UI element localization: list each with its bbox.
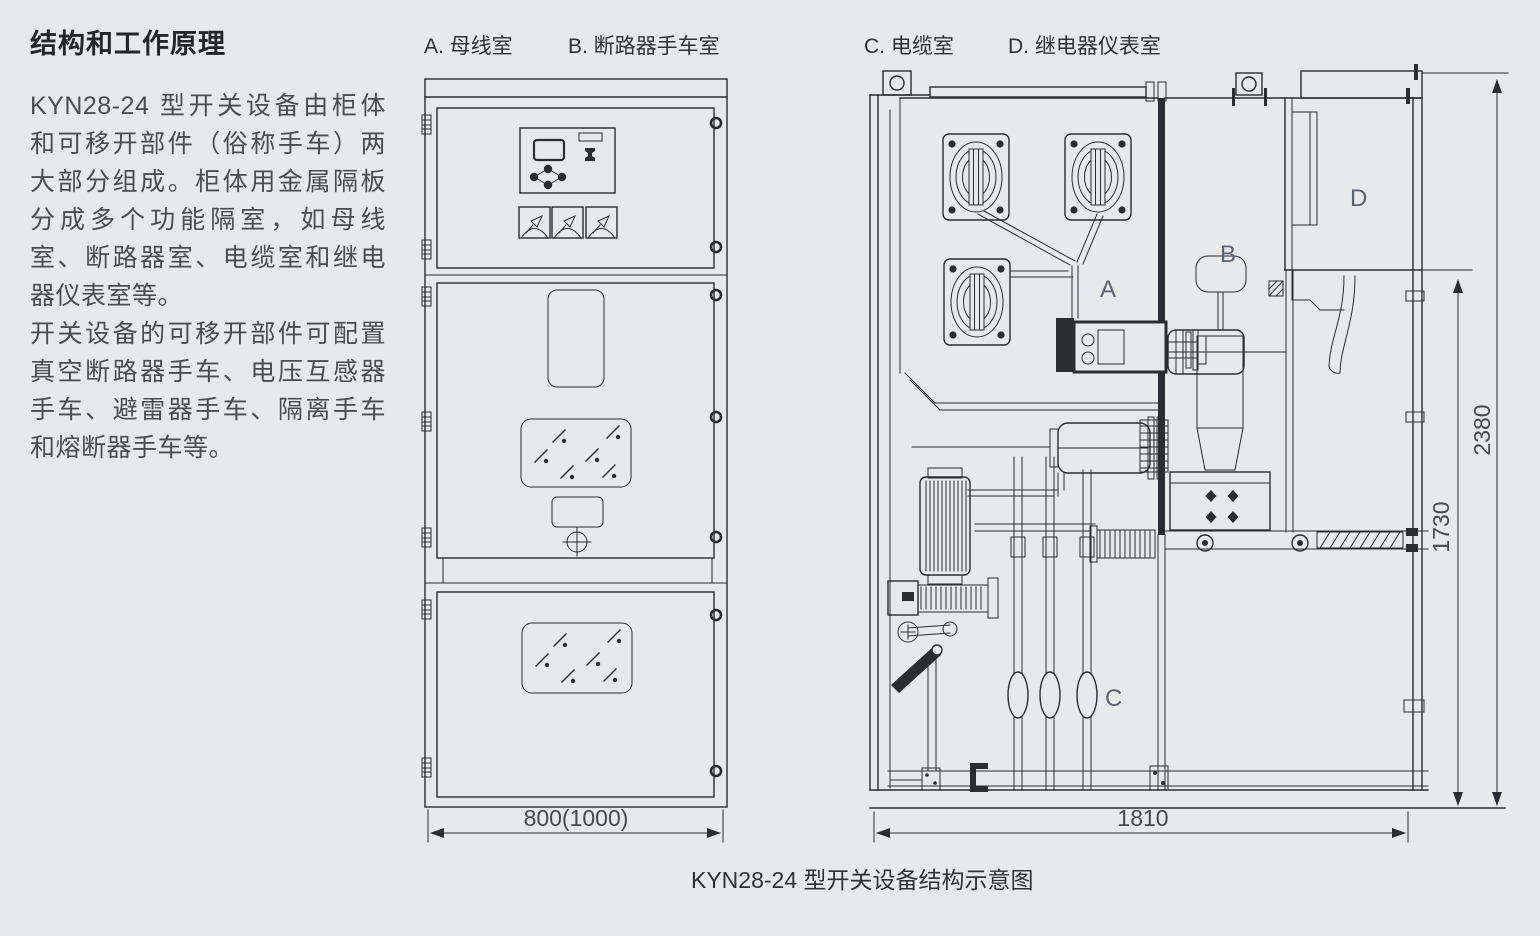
intro-panel: 结构和工作原理 KYN28-24 型开关设备由柜体和可移开部件（俗称手车）两大部… — [30, 22, 386, 467]
compartment-letter-b: B — [1220, 241, 1236, 268]
current-transformer-horizontal — [887, 577, 999, 619]
secondary-wiring — [1268, 269, 1356, 374]
front-width-value: 800(1000) — [524, 805, 629, 831]
control-panel — [519, 127, 616, 194]
depth-value: 1810 — [1117, 805, 1168, 831]
total-height-value: 2380 — [1469, 404, 1495, 455]
front-door-top — [421, 107, 723, 269]
handle-lock — [562, 527, 592, 557]
door-knob — [709, 608, 723, 622]
compartment-letter-d: D — [1350, 185, 1367, 212]
door-knob — [709, 530, 723, 544]
hinge-icon — [421, 239, 432, 260]
legend-busbar-room: A. 母线室 — [424, 35, 513, 58]
legend-relay-room: D. 继电器仪表室 — [1008, 35, 1161, 58]
door-knob — [709, 764, 723, 778]
legend-breaker-room: B. 断路器手车室 — [568, 35, 720, 58]
relay-compartment: D — [1268, 64, 1423, 533]
power-cables — [1007, 456, 1098, 791]
figure-caption: KYN28-24 型开关设备结构示意图 — [691, 867, 1034, 893]
legend-cable-room: C. 电缆室 — [864, 35, 954, 58]
breaker-compartment: B — [1139, 72, 1429, 552]
hinge-icon — [421, 411, 432, 432]
truck-wheel — [1291, 534, 1309, 552]
nameplate — [551, 496, 604, 528]
cabinet-base — [869, 770, 1506, 809]
louver-panel — [520, 418, 632, 488]
front-door-middle — [421, 274, 728, 559]
meter-row — [518, 206, 618, 239]
earthing-switch-mechanism — [889, 621, 958, 791]
hinge-icon — [421, 757, 432, 778]
current-transformer-vertical — [919, 467, 971, 585]
door-knob — [709, 288, 723, 302]
partition-wall — [1158, 98, 1165, 535]
compartment-letter-c: C — [1105, 685, 1122, 712]
door-knob — [709, 116, 723, 130]
door-knob — [709, 240, 723, 254]
hinge-icon — [421, 599, 432, 620]
section-title: 结构和工作原理 — [30, 29, 226, 59]
dimension-total-height: 2380 — [1421, 72, 1509, 806]
cable-termination — [1039, 671, 1061, 719]
louver-panel — [521, 622, 633, 694]
front-door-bottom — [421, 591, 723, 798]
intro-paragraph-2: 开关设备的可移开部件可配置真空断路器手车、电压互感器手车、避雷器手车、隔离手车和… — [30, 320, 386, 462]
busbar-insulator — [942, 133, 1010, 221]
cable-termination — [1076, 671, 1098, 719]
cabinet-rear-wall — [1403, 97, 1425, 791]
hinge-icon — [421, 527, 432, 548]
door-knob — [709, 410, 723, 424]
floor-hatch — [1316, 531, 1404, 549]
busbar-compartment: A — [899, 97, 1207, 535]
cabinet-front-wall — [869, 70, 931, 791]
hinge-icon — [421, 114, 432, 135]
instrument-panel — [1291, 111, 1318, 226]
breaker-pole — [1167, 255, 1286, 471]
cable-termination — [1007, 671, 1029, 719]
dimension-front-width: 800(1000) — [427, 805, 724, 843]
lifting-lug — [889, 75, 905, 91]
current-transformer-right — [1089, 525, 1156, 563]
dimension-partial-height: 1730 — [1421, 269, 1473, 806]
observation-window — [547, 289, 605, 388]
truck-wheel — [1196, 534, 1214, 552]
busbar-insulator — [1064, 133, 1132, 221]
front-view: 800(1000) — [421, 78, 728, 843]
rear-spout-assembly — [1056, 318, 1207, 374]
intro-paragraph-1: KYN28-24 型开关设备由柜体和可移开部件（俗称手车）两大部分组成。柜体用金… — [30, 92, 386, 310]
compartment-letter-a: A — [1100, 276, 1116, 303]
busbar-conductors — [977, 210, 1104, 319]
dimension-depth: 1810 — [873, 805, 1409, 843]
hinge-icon — [421, 286, 432, 307]
key-switch-icon — [585, 148, 595, 161]
cable-compartment: C — [887, 416, 1169, 792]
busbar-insulator — [943, 258, 1011, 346]
cable-clamp — [970, 763, 988, 792]
breaker-truck — [1169, 471, 1309, 552]
side-section-view: A — [869, 64, 1509, 843]
partial-height-value: 1730 — [1428, 501, 1454, 552]
